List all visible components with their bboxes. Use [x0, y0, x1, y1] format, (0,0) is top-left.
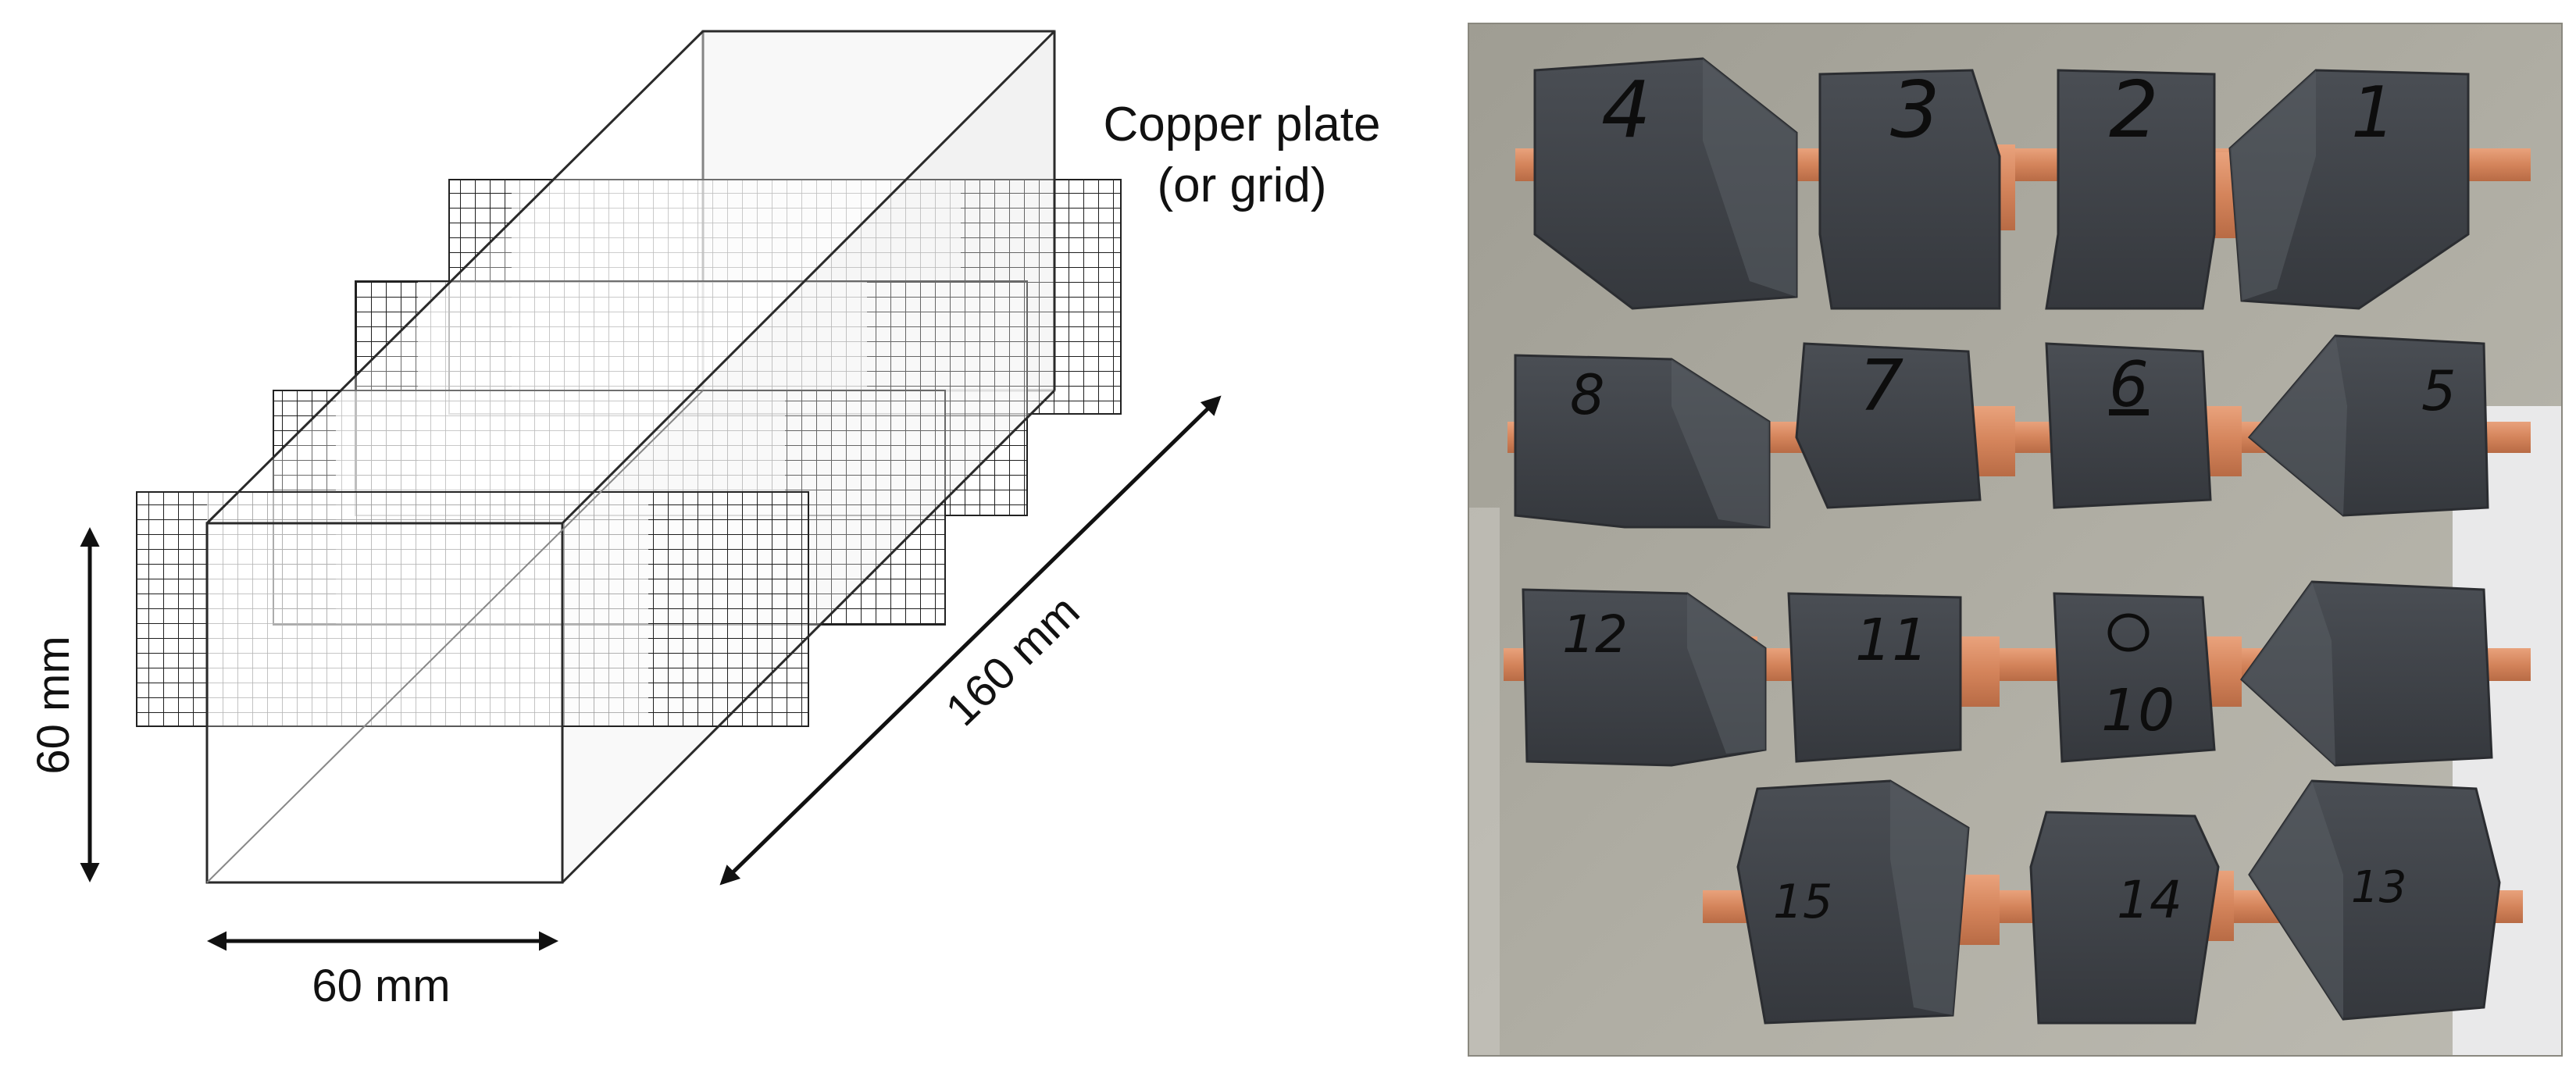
specimen-label-12: 12	[1562, 604, 1628, 665]
specimen-label-6: 6	[2109, 348, 2149, 421]
specimen-11	[1787, 592, 1962, 763]
block-highlights	[1672, 59, 2347, 1019]
height-dimension-label: 60 mm	[28, 636, 79, 774]
specimen-10	[2053, 592, 2216, 763]
or-grid-label: (or grid)	[1157, 159, 1326, 212]
specimen-label-14: 14	[2117, 870, 2182, 930]
length-arrow	[719, 395, 1222, 886]
specimen-6	[2045, 342, 2212, 509]
width-dimension-label: 60 mm	[312, 961, 450, 1011]
specimen-label-7: 7	[1859, 345, 1903, 427]
copper-grid-4	[136, 491, 809, 727]
specimen-label-8: 8	[1570, 363, 1605, 427]
specimen-label-4: 4	[1601, 64, 1651, 155]
specimen-label-15: 15	[1773, 875, 1832, 929]
specimen-photo: 4 3 2 1 8 7 6 5 12 11 10 15 14 13	[1468, 23, 2563, 1057]
specimen-labels: 4 3 2 1 8 7 6 5 12 11 10 15 14 13	[1562, 64, 2456, 930]
specimen-label-11: 11	[1855, 607, 1928, 674]
specimen-3	[1818, 69, 2001, 310]
specimen-2	[2045, 69, 2216, 310]
dimension-arrows	[80, 395, 1222, 951]
specimen-label-10: 10	[2101, 677, 2175, 744]
scribble-mark	[2107, 613, 2150, 652]
specimen-14	[2029, 811, 2220, 1025]
copper-plate-label: Copper plate	[1103, 98, 1380, 152]
specimen-label-2: 2	[2109, 64, 2159, 155]
specimen-label-13: 13	[2351, 862, 2407, 913]
specimen-label-1: 1	[2351, 72, 2396, 154]
specimen-7	[1795, 342, 1982, 509]
mold-schematic: Copper plate (or grid) 60 mm 60 mm 160 m…	[28, 30, 1381, 1011]
white-sheet-left	[1468, 508, 1500, 1056]
specimen-label-3: 3	[1890, 64, 1940, 155]
prism-edges	[205, 30, 1056, 884]
length-dimension-label: 160 mm	[937, 586, 1090, 736]
specimen-label-5: 5	[2421, 359, 2456, 423]
